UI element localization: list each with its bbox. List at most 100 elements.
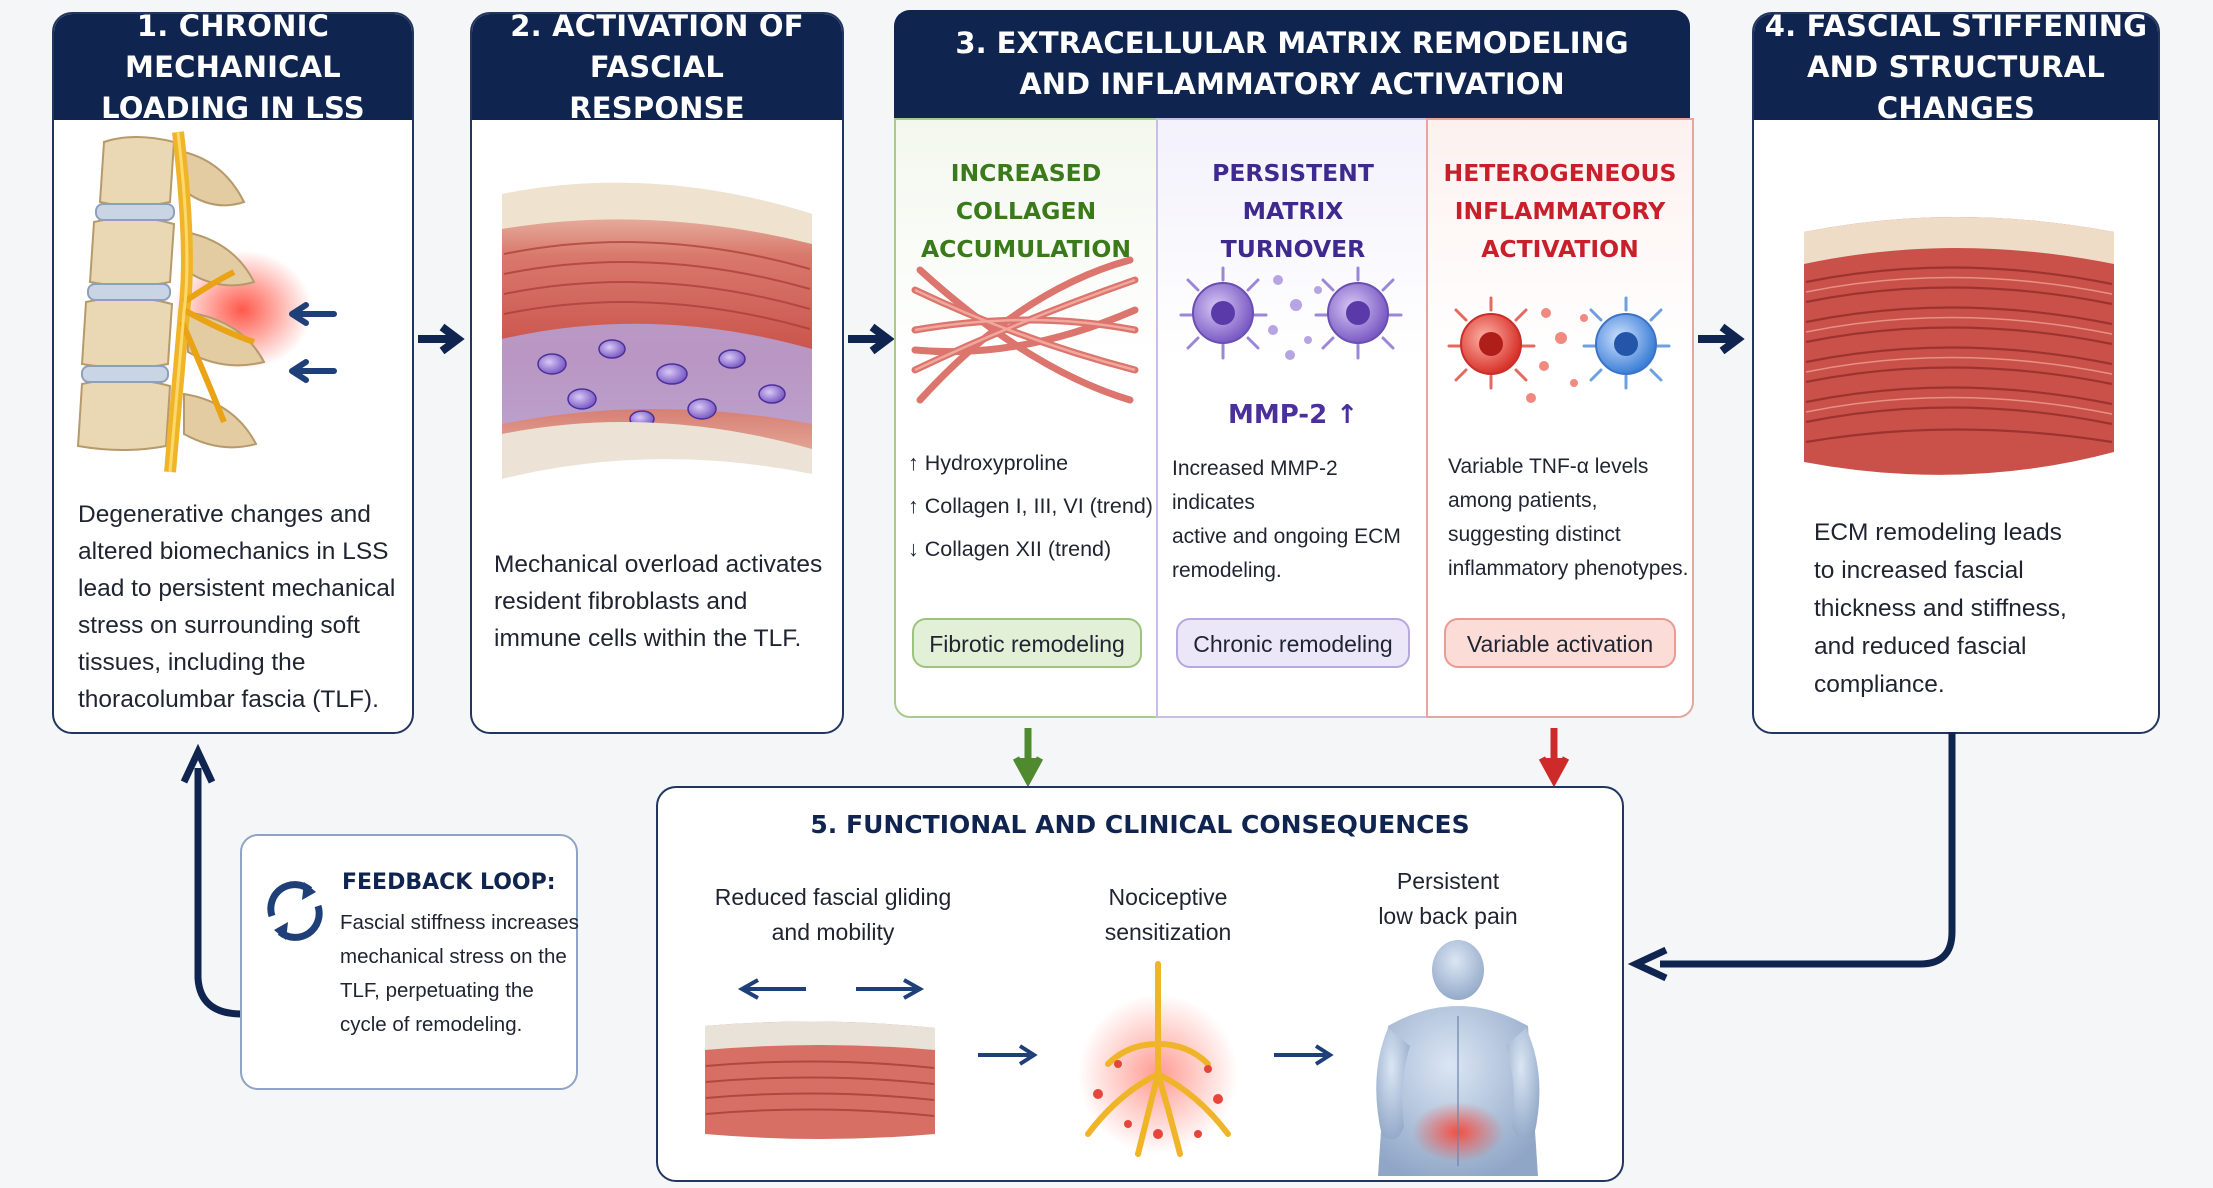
immune-cells-illustration [1447, 296, 1671, 403]
text-line: altered biomechanics in LSS [78, 538, 389, 565]
text-line: mechanical stress on the [340, 945, 567, 968]
gliding-label: Reduced fascial gliding and mobility [688, 880, 978, 950]
text-line: thickness and stiffness, [1814, 595, 2067, 622]
text-line: resident fibroblasts and [494, 588, 748, 615]
text-line: to increased fascial [1814, 557, 2024, 584]
text-line: immune cells within the TLF. [494, 625, 802, 652]
text-line: active and ongoing ECM [1172, 525, 1401, 548]
matrix-title-line2: TURNOVER [1220, 235, 1366, 263]
inflammatory-title-line3: ACTIVATION [1481, 235, 1639, 263]
right-arrow-icon [856, 978, 925, 1000]
text-line: thoracolumbar fascia (TLF). [78, 686, 379, 713]
text-line: Increased MMP-2 indicates [1172, 457, 1338, 514]
text-line: suggesting distinct [1448, 523, 1621, 546]
text-line: compliance. [1814, 671, 1945, 698]
text-line: low back pain [1378, 903, 1518, 929]
right-arrow-icon [1698, 323, 1745, 355]
matrix-title: PERSISTENT MATRIX TURNOVER [1158, 154, 1428, 268]
left-arrow-icon [289, 359, 337, 383]
panel-clinical-consequences: 5. FUNCTIONAL AND CLINICAL CONSEQUENCES … [656, 786, 1624, 1182]
text-line: and reduced fascial [1814, 633, 2027, 660]
collagen-title: INCREASED COLLAGEN ACCUMULATION [896, 154, 1156, 268]
panel-4-title-line2: AND STRUCTURAL CHANGES [1806, 49, 2106, 125]
down-arrow-icon [1012, 728, 1044, 788]
panel-5-title: 5. FUNCTIONAL AND CLINICAL CONSEQUENCES [810, 810, 1470, 839]
feedback-loop-title: FEEDBACK LOOP: [342, 870, 556, 895]
panel-2-title-line1: 2. ACTIVATION OF FASCIAL [510, 12, 804, 84]
panel-2-header: 2. ACTIVATION OF FASCIAL RESPONSE [472, 12, 842, 125]
mmp-2-marker: MMP-2 ↑ [1227, 400, 1359, 430]
panel-1-text: Degenerative changes and altered biomech… [78, 496, 408, 718]
text-line: TLF, perpetuating the [340, 979, 534, 1002]
left-arrow-icon [737, 978, 806, 1000]
panel-1-title-line1: 1. CHRONIC MECHANICAL [125, 12, 341, 84]
panel-4-text: ECM remodeling leads to increased fascia… [1814, 514, 2154, 704]
back-pain-label: Persistent low back pain [1358, 864, 1538, 934]
text-line: and mobility [771, 919, 895, 945]
text-line: among patients, [1448, 489, 1598, 512]
panel-2-text: Mechanical overload activates resident f… [494, 546, 834, 657]
spine-illustration [76, 131, 312, 473]
marker-item: ↑ Hydroxyproline [908, 451, 1069, 475]
panel-4-to-5-connector [1627, 732, 1956, 982]
panel-chronic-loading: 1. CHRONIC MECHANICAL LOADING IN LSS [52, 12, 414, 734]
text-line: tissues, including the [78, 649, 306, 676]
text-line: sensitization [1104, 919, 1232, 945]
chronic-remodeling-badge: Chronic remodeling [1176, 618, 1410, 668]
right-arrow-icon [1274, 1044, 1334, 1066]
fibrotic-remodeling-badge: Fibrotic remodeling [912, 618, 1142, 668]
text-line: stress on surrounding soft [78, 612, 360, 639]
panel-fascial-response: 2. ACTIVATION OF FASCIAL RESPONSE Mechan… [470, 12, 844, 734]
refresh-loop-icon [267, 881, 323, 941]
collagen-title-line1: INCREASED COLLAGEN [950, 159, 1102, 225]
text-line: cycle of remodeling. [340, 1013, 523, 1036]
inflammatory-title-line2: INFLAMMATORY [1454, 197, 1666, 225]
sensitization-label: Nociceptive sensitization [1058, 880, 1278, 950]
panel-fascial-stiffening: 4. FASCIAL STIFFENING AND STRUCTURAL CHA… [1752, 12, 2160, 734]
panel-ecm-remodeling-header: 3. EXTRACELLULAR MATRIX REMODELING AND I… [894, 10, 1690, 118]
panel-3-title-line1: 3. EXTRACELLULAR MATRIX REMODELING [955, 26, 1629, 60]
text-line: Mechanical overload activates [494, 551, 823, 578]
inflammatory-text: Variable TNF-α levels among patients, su… [1448, 450, 1696, 586]
panel-1-header: 1. CHRONIC MECHANICAL LOADING IN LSS [54, 12, 412, 125]
text-line: ECM remodeling leads [1814, 519, 2062, 546]
text-line: Degenerative changes and [78, 501, 371, 528]
variable-activation-badge: Variable activation [1444, 618, 1676, 668]
text-line: Reduced fascial gliding [714, 884, 952, 910]
panel-2-title-line2: RESPONSE [569, 90, 745, 125]
text-line: Fascial stiffness increases [340, 911, 579, 934]
mmp-cells-illustration [1179, 266, 1403, 360]
panel-3-title-line2: AND INFLAMMATORY ACTIVATION [1019, 67, 1565, 101]
right-arrow-icon [418, 323, 465, 355]
nerve-sensitization-illustration [1078, 961, 1238, 1157]
collagen-title-line2: ACCUMULATION [921, 235, 1131, 263]
matrix-title-line1: PERSISTENT MATRIX [1212, 159, 1374, 225]
matrix-text: Increased MMP-2 indicates active and ong… [1172, 452, 1422, 588]
text-line: Variable TNF-α levels [1448, 455, 1649, 478]
feedback-loop-box: FEEDBACK LOOP: Fascial stiffness increas… [240, 834, 580, 1090]
down-arrow-icon [1538, 728, 1570, 788]
collagen-fibers-illustration [911, 256, 1139, 404]
left-arrow-icon [289, 302, 337, 326]
back-pain-figure-illustration [1376, 940, 1540, 1176]
column-collagen: INCREASED COLLAGEN ACCUMULATION ↑ Hydrox… [894, 118, 1158, 718]
text-line: Nociceptive [1108, 884, 1228, 910]
marker-item: ↑ Collagen I, III, VI (trend) [908, 494, 1153, 518]
inflammatory-title-line1: HETEROGENEOUS [1443, 159, 1677, 187]
inflammatory-title: HETEROGENEOUS INFLAMMATORY ACTIVATION [1428, 154, 1692, 268]
text-line: Persistent [1396, 868, 1500, 894]
fascia-tissue-illustration [502, 182, 812, 479]
text-line: inflammatory phenotypes. [1448, 557, 1689, 580]
panel-4-header: 4. FASCIAL STIFFENING AND STRUCTURAL CHA… [1754, 14, 2158, 125]
panel-1-title-line2: LOADING IN LSS [101, 90, 365, 125]
right-arrow-icon [848, 323, 895, 355]
marker-item: ↓ Collagen XII (trend) [908, 537, 1112, 561]
collagen-markers: ↑ Hydroxyproline ↑ Collagen I, III, VI (… [908, 442, 1158, 571]
stiff-fascia-illustration [1804, 217, 2114, 475]
column-matrix-turnover: PERSISTENT MATRIX TURNOVER MMP-2 ↑ Incre… [1156, 118, 1428, 718]
feedback-loop-text: Fascial stiffness increases mechanical s… [340, 906, 580, 1042]
text-line: remodeling. [1172, 559, 1282, 582]
column-inflammatory: HETEROGENEOUS INFLAMMATORY ACTIVATION Va… [1426, 118, 1694, 718]
text-line: lead to persistent mechanical [78, 575, 396, 602]
right-arrow-icon [978, 1044, 1038, 1066]
